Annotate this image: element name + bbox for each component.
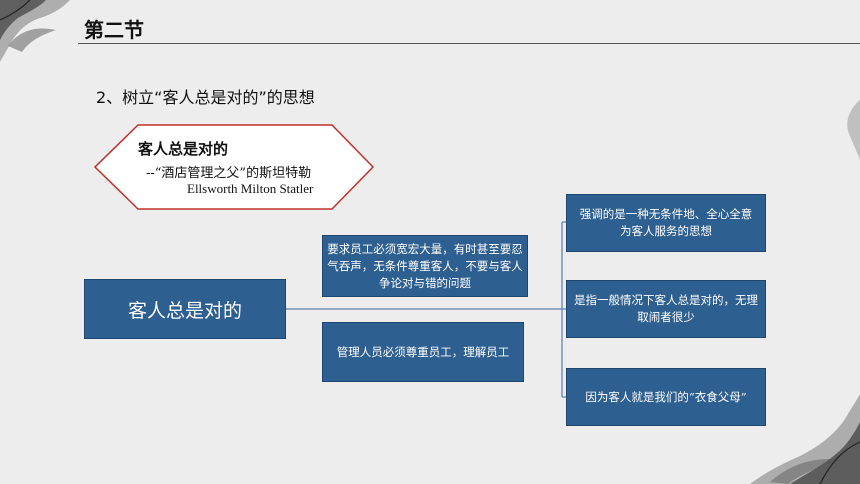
ink-wash-decoration-bottom-right xyxy=(750,394,860,484)
reason-box-1: 强调的是一种无条件地、全心全意为客人服务的思想 xyxy=(566,194,766,252)
quote-attribution: --“酒店管理之父”的斯坦特勒 xyxy=(146,166,312,181)
quote-hexagon xyxy=(94,124,374,210)
manager-requirement-box: 管理人员必须尊重员工，理解员工 xyxy=(322,322,524,382)
ink-wash-decoration-right xyxy=(847,100,860,160)
ink-wash-decoration-top-left xyxy=(0,0,70,62)
slide-subtitle: 2、树立“客人总是对的”的思想 xyxy=(96,88,315,107)
main-concept-box: 客人总是对的 xyxy=(84,279,286,339)
staff-requirement-box: 要求员工必须宽宏大量，有时甚至要忍气吞声，无条件尊重客人，不要与客人争论对与错的… xyxy=(322,235,528,297)
section-title: 第二节 xyxy=(84,18,144,42)
reason-box-2: 是指一般情况下客人总是对的，无理取闹者很少 xyxy=(566,280,766,338)
reason-box-3: 因为客人就是我们的“衣食父母” xyxy=(566,368,766,426)
header-divider xyxy=(78,43,860,44)
quote-author-name: Ellsworth Milton Statler xyxy=(187,181,314,196)
quote-title: 客人总是对的 xyxy=(138,140,229,158)
